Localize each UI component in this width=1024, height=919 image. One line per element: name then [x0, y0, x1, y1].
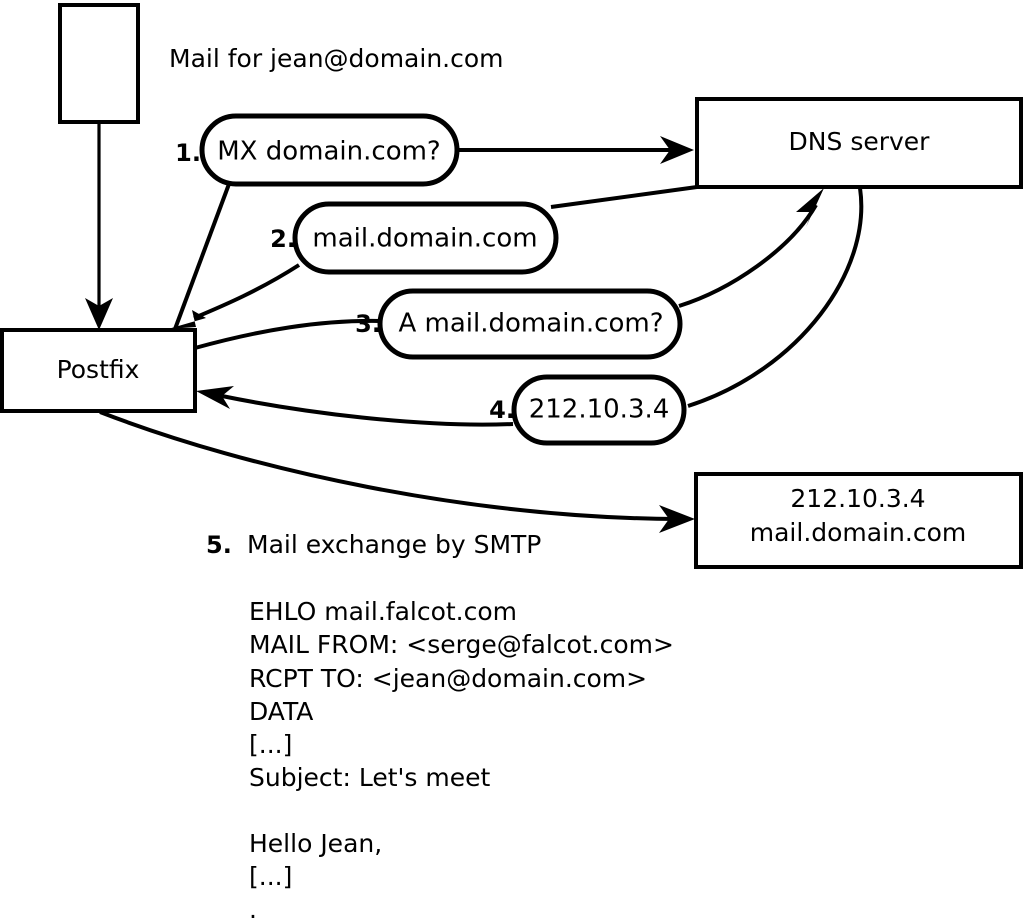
- mail-server-ip-label: 212.10.3.4: [790, 484, 925, 513]
- transcript-line-8: [...]: [249, 862, 292, 891]
- step-bubble-1-label: MX domain.com?: [217, 137, 440, 167]
- transcript-line-1: MAIL FROM: <serge@falcot.com>: [249, 630, 674, 659]
- postfix-box-label: Postfix: [57, 355, 140, 384]
- step-5-label: Mail exchange by SMTP: [247, 530, 541, 559]
- step-bubble-1: [199, 113, 460, 187]
- edge-step3-to-dns: [678, 203, 818, 308]
- mail-server-host-label: mail.domain.com: [750, 518, 966, 547]
- step-number-2: 2.: [270, 225, 296, 253]
- postfix-box: [0, 328, 197, 413]
- step-number-1: 1.: [175, 139, 201, 167]
- step-number-5: 5.: [206, 531, 232, 559]
- edge-step4-to-postfix: [221, 394, 514, 427]
- arrowhead-step3-to-dns: [796, 188, 824, 227]
- mail-server-box: [694, 472, 1023, 569]
- step-bubble-4-label: 212.10.3.4: [529, 395, 670, 425]
- edge-postfix-to-mailserver: [99, 410, 679, 521]
- arrowhead-step1-to-dns: [660, 136, 694, 164]
- edge-step1-from-postfix: [173, 183, 231, 330]
- arrowhead-postfix-to-mailserver: [659, 505, 695, 533]
- arrowhead-step2-to-postfix: [168, 310, 206, 329]
- transcript-line-5: Subject: Let's meet: [249, 763, 490, 792]
- step-number-4: 4.: [489, 396, 515, 424]
- step-bubble-3-label: A mail.domain.com?: [399, 309, 664, 339]
- sender-box: [58, 3, 140, 124]
- transcript-line-2: RCPT TO: <jean@domain.com>: [249, 664, 647, 693]
- dns-server-box-label: DNS server: [789, 127, 931, 156]
- step-bubble-4: [511, 374, 687, 446]
- page-title: Mail for jean@domain.com: [169, 44, 504, 73]
- transcript-line-7: Hello Jean,: [249, 829, 382, 858]
- transcript-line-9: .: [249, 895, 257, 919]
- transcript-line-3: DATA: [249, 697, 313, 726]
- step-bubble-2: [292, 201, 559, 275]
- step-number-3: 3.: [355, 310, 381, 338]
- step-bubble-2-label: mail.domain.com: [312, 224, 537, 254]
- transcript-line-0: EHLO mail.falcot.com: [249, 597, 517, 626]
- transcript-line-4: [...]: [249, 730, 292, 759]
- edge-dns-to-step4: [687, 187, 864, 408]
- step-bubble-3: [377, 288, 683, 360]
- edge-step2-to-postfix: [193, 263, 301, 320]
- arrowhead-step4-to-postfix: [196, 386, 234, 409]
- dns-server-box: [695, 97, 1023, 189]
- edge-dns-to-step2: [550, 185, 698, 209]
- edge-postfix-to-step3: [194, 318, 381, 350]
- arrowhead-sender-to-postfix: [85, 298, 113, 330]
